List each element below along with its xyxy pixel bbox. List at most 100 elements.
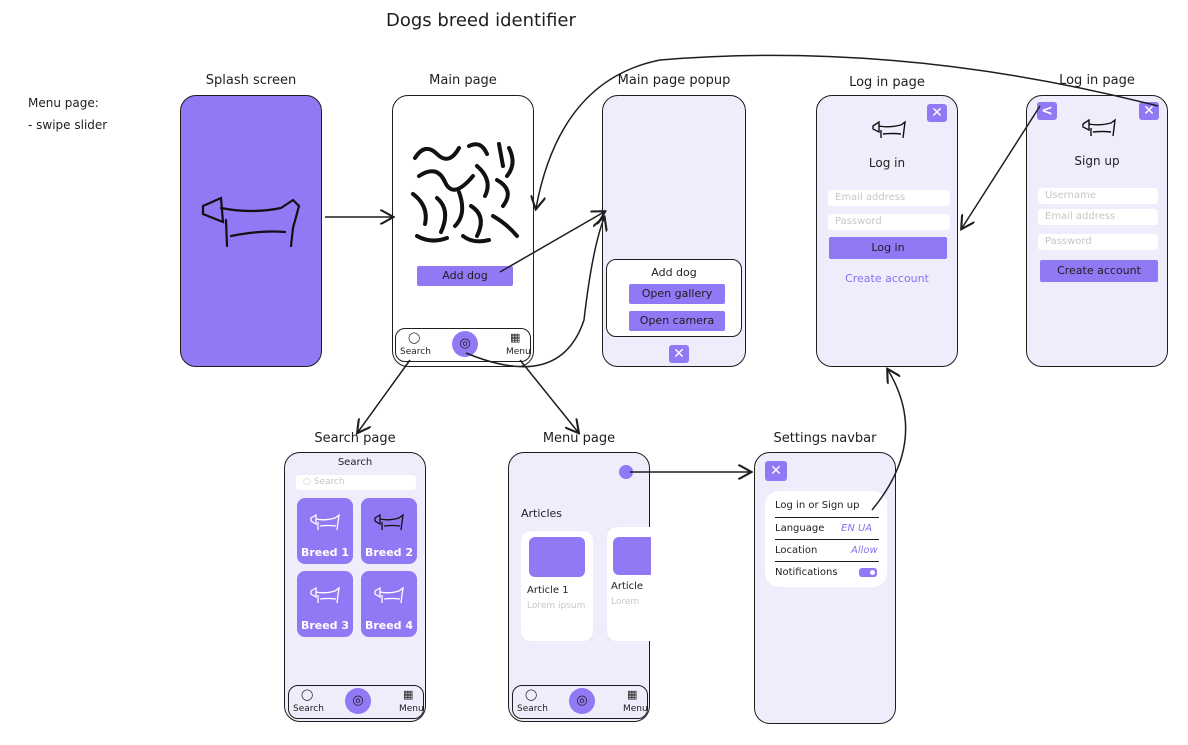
- settings-panel: Log in or Sign up Language EN UA Locatio…: [765, 491, 887, 587]
- article-subtitle: Lorem: [611, 597, 640, 607]
- dog-icon: [374, 513, 404, 531]
- signup-page: < ✕ Sign up Username Email address Passw…: [1026, 95, 1168, 367]
- nav-menu-label[interactable]: Menu: [506, 347, 531, 357]
- note-line-2: - swipe slider: [28, 118, 108, 132]
- location-label: Location: [775, 545, 818, 556]
- language-value[interactable]: EN UA: [841, 523, 873, 534]
- location-value[interactable]: Allow: [851, 545, 878, 556]
- login-button[interactable]: Log in: [829, 237, 947, 259]
- close-icon[interactable]: ✕: [765, 461, 787, 481]
- breed-label: Breed 3: [300, 619, 350, 632]
- close-icon[interactable]: ✕: [927, 104, 947, 122]
- breed-label: Breed 2: [364, 546, 414, 559]
- divider: [775, 517, 879, 518]
- gear-icon[interactable]: [619, 465, 633, 479]
- search-placeholder: Search: [313, 477, 345, 487]
- camera-icon[interactable]: ◎: [569, 688, 595, 714]
- camera-icon[interactable]: ◎: [452, 331, 478, 357]
- menu-grid-icon[interactable]: ▦: [403, 688, 414, 701]
- settings-page: ✕ Log in or Sign up Language EN UA Locat…: [754, 452, 896, 724]
- camera-icon[interactable]: ◎: [345, 688, 371, 714]
- article-card[interactable]: Article Lorem: [607, 527, 651, 641]
- email-field[interactable]: Email address: [1038, 209, 1158, 225]
- bottom-navbar: ◯ Search ◎ ▦ Menu: [512, 685, 648, 719]
- article-image: [613, 537, 651, 575]
- search-input[interactable]: ○ Search: [296, 475, 416, 490]
- dog-icon: [310, 586, 340, 604]
- login-heading: Log in: [868, 156, 906, 170]
- divider: [775, 539, 879, 540]
- bottom-navbar: ◯ Search ◎ ▦ Menu: [288, 685, 424, 719]
- username-field[interactable]: Username: [1038, 188, 1158, 204]
- close-icon[interactable]: ✕: [1139, 102, 1159, 120]
- signup-heading: Sign up: [1074, 154, 1120, 168]
- breed-card[interactable]: Breed 4: [361, 571, 417, 637]
- search-icon[interactable]: ◯: [525, 688, 538, 701]
- breed-label: Breed 4: [364, 619, 414, 632]
- breed-card[interactable]: Breed 1: [297, 498, 353, 564]
- create-account-link[interactable]: Create account: [845, 272, 929, 285]
- popup-heading: Add dog: [651, 266, 697, 279]
- label-settings: Settings navbar: [773, 431, 877, 446]
- menu-page: Articles Article 1 Lorem ipsum Article L…: [508, 452, 651, 722]
- article-subtitle: Lorem ipsum: [527, 601, 586, 611]
- add-dog-button[interactable]: Add dog: [417, 266, 513, 286]
- close-icon[interactable]: ✕: [669, 345, 689, 363]
- abstract-art-icon: [411, 142, 519, 244]
- arrow-to-search: [358, 359, 411, 432]
- nav-search-label[interactable]: Search: [400, 347, 431, 357]
- diagram-title: Dogs breed identifier: [386, 10, 576, 31]
- note-menu-page: Menu page: - swipe slider: [28, 92, 107, 136]
- add-dog-popup: Add dog Open gallery Open camera: [606, 259, 742, 337]
- back-icon[interactable]: <: [1037, 102, 1057, 120]
- nav-menu-label[interactable]: Menu: [399, 704, 424, 714]
- search-heading: Search: [337, 457, 373, 468]
- nav-search-label[interactable]: Search: [293, 704, 324, 714]
- nav-menu-label[interactable]: Menu: [623, 704, 648, 714]
- breed-label: Breed 1: [300, 546, 350, 559]
- dog-logo-icon: [1082, 118, 1116, 137]
- email-field[interactable]: Email address: [828, 190, 950, 206]
- label-splash: Splash screen: [205, 73, 297, 88]
- search-icon: ○: [303, 477, 314, 487]
- article-image: [529, 537, 585, 577]
- password-field[interactable]: Password: [1038, 234, 1158, 250]
- nav-search-label[interactable]: Search: [517, 704, 548, 714]
- open-camera-button[interactable]: Open camera: [629, 311, 725, 331]
- dog-logo-icon: [201, 196, 301, 248]
- label-popup: Main page popup: [617, 73, 731, 88]
- label-search: Search page: [314, 431, 396, 446]
- splash-screen: [180, 95, 322, 367]
- breed-card[interactable]: Breed 2: [361, 498, 417, 564]
- breed-card[interactable]: Breed 3: [297, 571, 353, 637]
- notifications-toggle[interactable]: [859, 568, 877, 577]
- main-page: Add dog ◯ Search ◎ ▦ Menu: [392, 95, 534, 367]
- divider: [775, 561, 879, 562]
- article-title: Article 1: [527, 585, 569, 596]
- toggle-knob: [870, 570, 875, 575]
- dog-logo-icon: [872, 120, 906, 139]
- label-signup: Log in page: [1059, 73, 1135, 88]
- label-login: Log in page: [849, 75, 925, 90]
- menu-grid-icon[interactable]: ▦: [510, 331, 521, 344]
- note-line-1: Menu page:: [28, 96, 99, 110]
- login-page: ✕ Log in Email address Password Log in C…: [816, 95, 958, 367]
- popup-page: Add dog Open gallery Open camera ✕: [602, 95, 746, 367]
- search-icon[interactable]: ◯: [301, 688, 314, 701]
- article-title: Article: [611, 581, 644, 592]
- password-field[interactable]: Password: [828, 214, 950, 230]
- arrow-to-menu: [519, 359, 578, 432]
- notifications-label: Notifications: [775, 567, 838, 578]
- search-icon[interactable]: ◯: [408, 331, 421, 344]
- login-signup-link[interactable]: Log in or Sign up: [775, 500, 860, 511]
- article-card[interactable]: Article 1 Lorem ipsum: [521, 531, 593, 641]
- label-menu: Menu page: [542, 431, 616, 446]
- open-gallery-button[interactable]: Open gallery: [629, 284, 725, 304]
- menu-grid-icon[interactable]: ▦: [627, 688, 638, 701]
- label-main: Main page: [429, 73, 497, 88]
- language-label: Language: [775, 523, 825, 534]
- bottom-navbar: ◯ Search ◎ ▦ Menu: [395, 328, 531, 362]
- create-account-button[interactable]: Create account: [1040, 260, 1158, 282]
- dog-icon: [310, 513, 340, 531]
- search-page: Search ○ Search Breed 1 Breed 2 Breed 3 …: [284, 452, 426, 722]
